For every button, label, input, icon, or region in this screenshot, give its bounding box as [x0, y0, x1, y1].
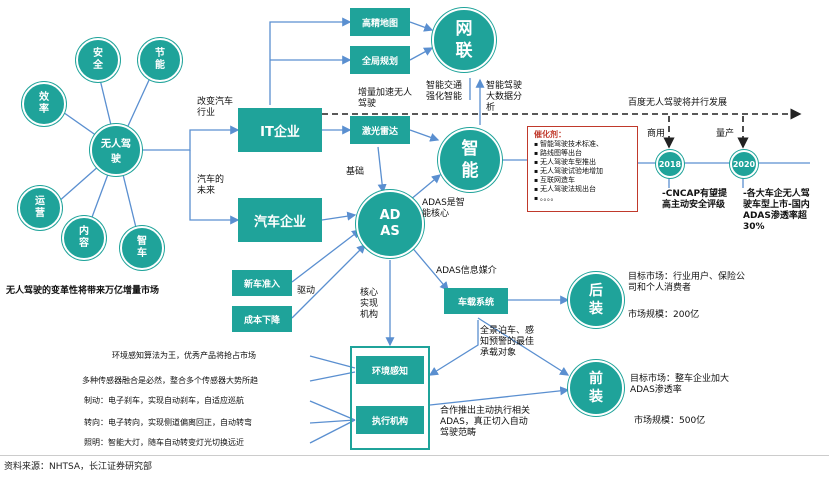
label-smart-traffic: 智能交通强化智能 — [426, 81, 463, 102]
petal-safety-label: 安全 — [93, 48, 103, 71]
hub-caption: 无人驾驶的变革性将带来万亿增量市场 — [6, 286, 160, 296]
lidar-label: 激光雷达 — [361, 126, 398, 137]
catalyst-title: 催化剂： — [534, 130, 566, 139]
oem-text: -各大车企无人驾驶车型上市-国内ADAS渗透率超30% — [743, 189, 810, 232]
petal-content-label: 内容 — [79, 226, 89, 249]
label-car-future: 汽车的未来 — [197, 175, 225, 196]
network-label: 网联 — [455, 19, 473, 61]
hub-autonomous-driving: 无人驾驶 — [90, 124, 142, 176]
petal-efficiency: 效率 — [22, 82, 66, 126]
actuator-label: 执行机构 — [371, 416, 408, 427]
after-scale: 市场规模：200亿 — [628, 310, 700, 320]
intelligent-circle: 智能 — [438, 128, 502, 192]
petal-operation: 运营 — [18, 186, 62, 230]
oem-scale: 市场规模：500亿 — [634, 416, 706, 426]
petal-safety: 安全 — [76, 38, 120, 82]
baidu-label: 百度无人驾驶将并行发展 — [628, 98, 728, 108]
car-company-box: 汽车企业 — [238, 198, 322, 242]
adas-info-media: ADAS信息媒介 — [436, 266, 497, 276]
env-note-1: 环境感知算法为王，优秀产品将抢占市场 — [112, 351, 256, 360]
new-car-label: 新车准入 — [243, 279, 280, 290]
source-note: 资料来源：NHTSA，长江证券研究部 — [4, 462, 153, 472]
vehicle-system-box: 车载系统 — [444, 288, 508, 314]
catalyst-item: 智能驾驶技术标准、 — [534, 140, 603, 149]
petal-smart-car-label: 智车 — [137, 236, 147, 259]
petal-efficiency-label: 效率 — [39, 92, 49, 115]
oem-market-circle: 前装 — [568, 360, 624, 416]
petal-operation-label: 运营 — [35, 196, 45, 219]
hd-map-box: 高精地图 — [350, 8, 410, 36]
catalyst-item: 无人驾驶车型推出 — [534, 158, 603, 167]
label-foundation: 基础 — [346, 167, 365, 177]
adas-circle: ADAS — [356, 190, 424, 258]
car-company-label: 汽车企业 — [253, 214, 306, 230]
oem-target: 目标市场：整车企业加大ADAS渗透率 — [630, 374, 730, 395]
label-change-car: 改变汽车行业 — [197, 97, 234, 118]
year-2018-circle: 2018 — [656, 150, 684, 178]
active-label: 合作推出主动执行相关ADAS，真正切入自动驾驶范畴 — [440, 406, 531, 438]
oem-market-label: 前装 — [589, 371, 603, 405]
act-note-3: 照明：智能大灯，随车自动转变灯光切换远近 — [84, 438, 244, 447]
aftermarket-circle: 后装 — [568, 272, 624, 328]
petal-energy: 节能 — [138, 38, 182, 82]
catalyst-item: 。。。。 — [534, 194, 603, 203]
mass-prod-label: 量产 — [716, 129, 735, 139]
catalyst-list: 智能驾驶技术标准、 路线图等出台 无人驾驶车型推出 无人驾驶试验地增加 互联网造… — [534, 140, 603, 203]
year-2020-label: 2020 — [732, 159, 756, 169]
hd-map-label: 高精地图 — [361, 18, 398, 29]
label-adas-core: ADAS是智能核心 — [422, 198, 465, 219]
label-smart-drive-data: 智能驾驶大数据分析 — [486, 81, 523, 113]
act-note-2: 转向：电子转向，实现侧道偏离回正，自动转弯 — [84, 418, 252, 427]
ncap-text: -CNCAP有望提高主动安全评级 — [662, 189, 728, 210]
year-2020-circle: 2020 — [730, 150, 758, 178]
panorama-label: 全景泊车、感知预警的最佳承载对象 — [480, 326, 535, 358]
petal-content: 内容 — [62, 216, 106, 260]
cost-down-label: 成本下降 — [243, 315, 280, 326]
year-2018-label: 2018 — [658, 159, 682, 169]
it-company-label: IT企业 — [260, 124, 300, 140]
after-target: 目标市场：行业用户、保险公司和个人消费者 — [628, 272, 746, 293]
act-note-1: 制动：电子刹车，实现自动刹车，自适应巡航 — [84, 396, 244, 405]
global-planning-box: 全局规划 — [350, 46, 410, 74]
adas-label: ADAS — [379, 208, 401, 239]
catalyst-item: 无人驾驶法规出台 — [534, 185, 603, 194]
global-planning-label: 全局规划 — [361, 56, 398, 67]
petal-energy-label: 节能 — [155, 48, 165, 71]
new-car-box: 新车准入 — [232, 270, 292, 296]
cost-down-box: 成本下降 — [232, 306, 292, 332]
hub-label: 无人驾驶 — [101, 139, 131, 165]
vehicle-system-label: 车载系统 — [457, 297, 494, 308]
footer-divider — [0, 455, 829, 456]
it-company-box: IT企业 — [238, 108, 322, 152]
lidar-box: 激光雷达 — [350, 116, 410, 144]
commercial-label: 商用 — [647, 129, 666, 139]
core-mechanism-frame — [350, 346, 430, 450]
label-incremental: 增量加速无人驾驶 — [358, 88, 413, 109]
drive-label: 驱动 — [297, 286, 316, 296]
env-note-2: 多种传感器融合是必然，整合多个传感器大势所趋 — [82, 376, 258, 385]
catalyst-item: 互联网造车 — [534, 176, 603, 185]
petal-smart-car: 智车 — [120, 226, 164, 270]
actuator-box: 执行机构 — [356, 406, 424, 434]
aftermarket-label: 后装 — [589, 283, 603, 317]
catalyst-box: 催化剂： 智能驾驶技术标准、 路线图等出台 无人驾驶车型推出 无人驾驶试验地增加… — [527, 126, 638, 212]
core-label: 核心实现机构 — [360, 288, 379, 320]
intelligent-label: 智能 — [461, 139, 479, 181]
catalyst-item: 无人驾驶试验地增加 — [534, 167, 603, 176]
catalyst-item: 路线图等出台 — [534, 149, 603, 158]
network-circle: 网联 — [432, 8, 496, 72]
env-sense-box: 环境感知 — [356, 356, 424, 384]
env-sense-label: 环境感知 — [371, 366, 408, 377]
